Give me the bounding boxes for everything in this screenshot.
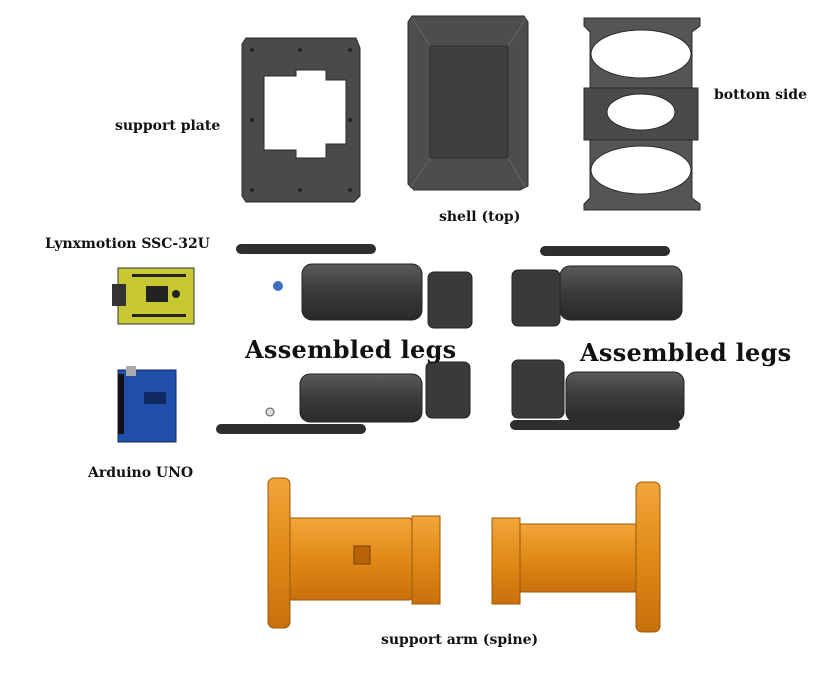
arduino-uno-image	[117, 366, 177, 443]
spine-left-half	[267, 477, 441, 629]
label-lynxmotion: Lynxmotion SSC-32U	[45, 236, 210, 252]
label-arduino: Arduino UNO	[88, 465, 194, 481]
shell-top-image	[407, 15, 529, 191]
label-support-plate: support plate	[115, 118, 221, 134]
label-support-arm: support arm (spine)	[381, 632, 539, 648]
assembled-leg-top-right	[511, 246, 683, 327]
label-bottom-side: bottom side	[714, 87, 807, 103]
support-plate-image	[241, 37, 361, 203]
assembled-leg-top-left	[236, 244, 473, 329]
spine-right-half	[491, 481, 661, 633]
label-assembled-legs-right: Assembled legs	[580, 338, 792, 367]
lynxmotion-board-image	[112, 267, 195, 325]
label-shell-top: shell (top)	[439, 209, 521, 225]
label-assembled-legs-left: Assembled legs	[245, 335, 457, 364]
assembled-leg-bottom-right	[510, 359, 685, 430]
assembled-leg-bottom-left	[216, 361, 471, 434]
bottom-side-image	[583, 17, 701, 211]
